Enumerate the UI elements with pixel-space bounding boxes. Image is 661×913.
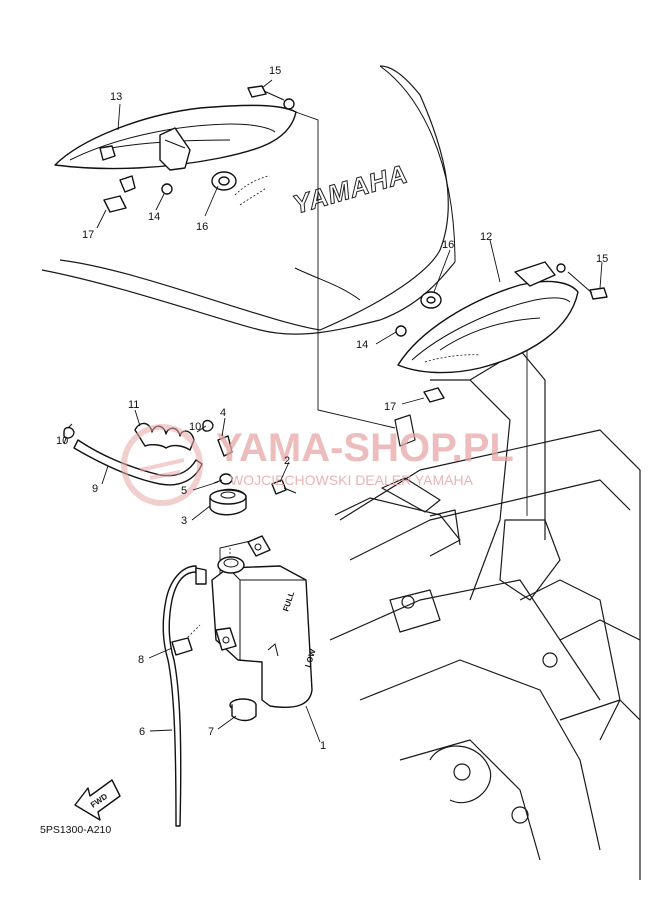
- clip-right[interactable]: [202, 419, 214, 432]
- damper-left[interactable]: [103, 195, 127, 213]
- forward-arrow-icon: FWD: [74, 779, 121, 821]
- callout-10-right: 10: [189, 421, 201, 433]
- bolt-right[interactable]: [556, 263, 608, 300]
- pipe[interactable]: [217, 435, 233, 457]
- callout-7: 7: [208, 726, 214, 738]
- callout-8: 8: [138, 654, 144, 666]
- callout-4: 4: [220, 407, 226, 419]
- watermark-main: YAMA-SHOP.PL: [216, 426, 514, 470]
- callout-2: 2: [284, 455, 290, 467]
- callout-10-left: 10: [56, 435, 68, 447]
- collar-left[interactable]: [161, 183, 173, 195]
- grommet-left[interactable]: [211, 171, 237, 191]
- frame-structure: [329, 349, 641, 880]
- callout-labels: 15 13 14 16 17 12 15 16 14 17 11 4 10 10…: [56, 65, 608, 752]
- callout-leaders: [63, 79, 603, 743]
- callout-1: 1: [320, 740, 326, 752]
- side-cover-right[interactable]: [397, 261, 579, 374]
- callout-16-left: 16: [196, 221, 208, 233]
- grommet-right[interactable]: [420, 291, 442, 309]
- side-cover-left[interactable]: [54, 104, 297, 206]
- callout-3: 3: [181, 515, 187, 527]
- callout-16-right: 16: [442, 239, 454, 251]
- hose-clamp-small[interactable]: [171, 637, 193, 656]
- callout-11: 11: [128, 399, 139, 411]
- watermark-sub: WOJCIECHOWSKI DEALER YAMAHA: [230, 472, 474, 488]
- callout-15-top: 15: [269, 65, 281, 77]
- watermark: YAMA-SHOP.PL WOJCIECHOWSKI DEALER YAMAHA: [121, 424, 514, 506]
- tank-grommet[interactable]: [229, 698, 257, 722]
- bolt-top[interactable]: [247, 85, 295, 110]
- brand-mark: YAMAHA: [289, 158, 411, 219]
- callout-17-left: 17: [82, 229, 94, 241]
- damper-right[interactable]: [423, 387, 445, 403]
- reservoir-cap[interactable]: [209, 488, 247, 516]
- callout-5: 5: [181, 485, 187, 497]
- callout-17-right: 17: [384, 401, 396, 413]
- clip-left[interactable]: [63, 423, 75, 439]
- collar-right[interactable]: [395, 325, 407, 337]
- overflow-hose[interactable]: [162, 565, 207, 827]
- diagram-code: 5PS1300-A210: [40, 824, 111, 836]
- reservoir-tank[interactable]: FULL LOW: [211, 535, 318, 708]
- callout-12: 12: [480, 231, 492, 243]
- callout-15-right: 15: [596, 253, 608, 265]
- bolt-tank[interactable]: [271, 479, 297, 495]
- callout-14-right: 14: [356, 339, 368, 351]
- callout-9: 9: [92, 483, 98, 495]
- callout-13: 13: [110, 91, 122, 103]
- callout-6: 6: [139, 726, 145, 738]
- callout-14-left: 14: [148, 211, 160, 223]
